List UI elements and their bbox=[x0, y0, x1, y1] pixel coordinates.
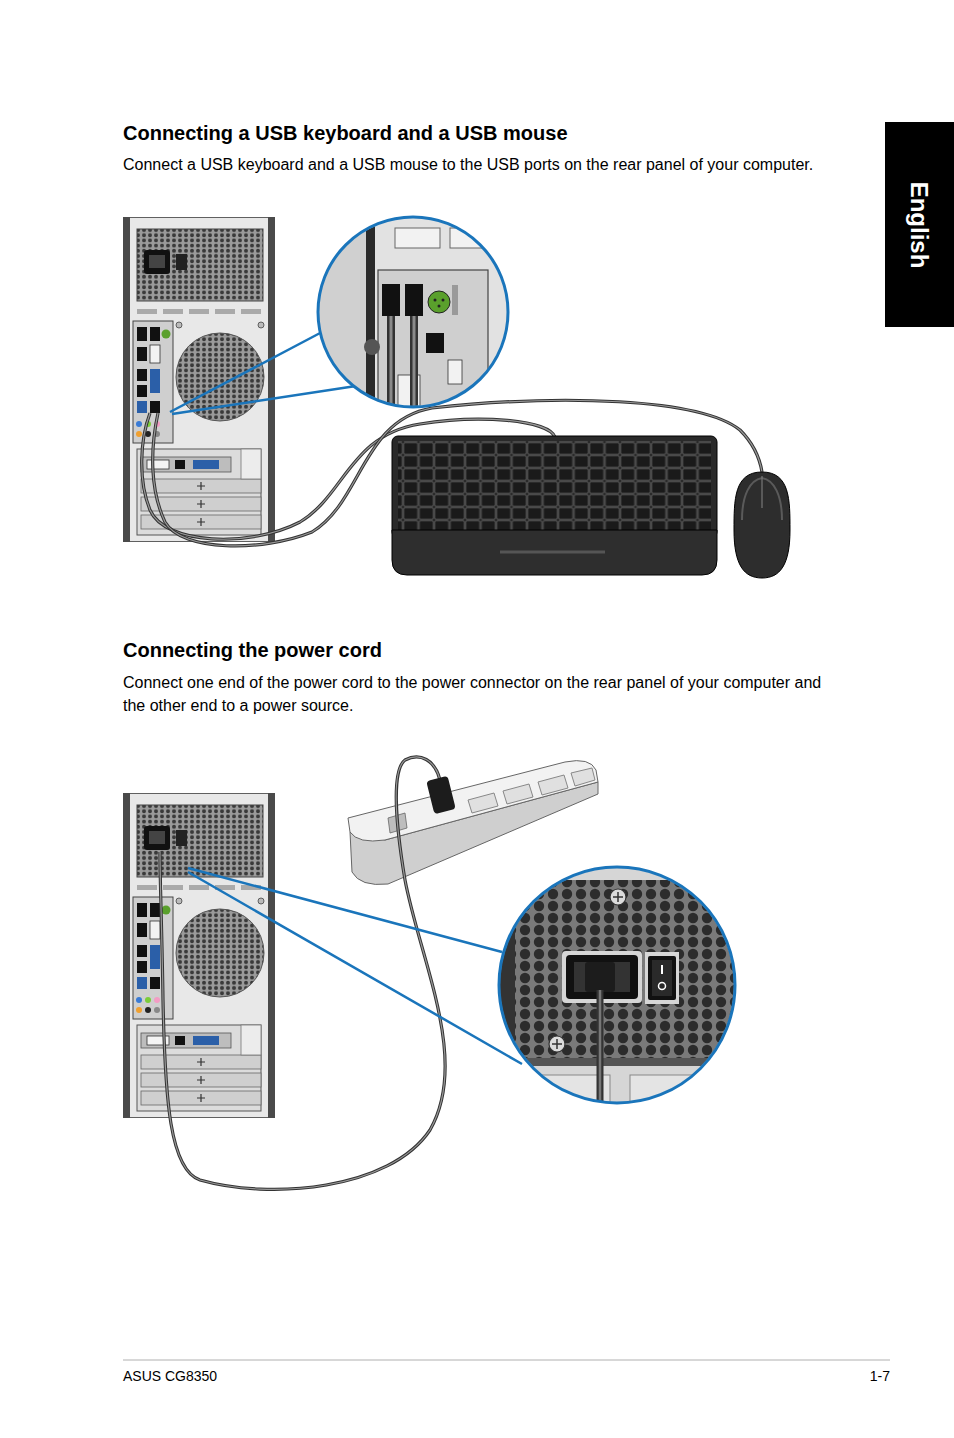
language-tab: English bbox=[885, 122, 954, 327]
usb-mouse-part bbox=[761, 476, 762, 508]
power-cord-figure bbox=[123, 757, 742, 1189]
usb-port-zoom-part-part bbox=[395, 228, 440, 248]
usb-port-zoom-part-part bbox=[428, 291, 450, 313]
zoom-leader-lines-part bbox=[188, 868, 522, 1064]
power-connector-zoom-part-part bbox=[574, 962, 630, 992]
power-connector-zoom-part-part bbox=[599, 990, 602, 1115]
page-number: 1-7 bbox=[790, 1367, 890, 1385]
usb-port-zoom-part bbox=[318, 217, 508, 410]
power-connector-zoom-part-part bbox=[610, 889, 626, 905]
power-connector-zoom-part-part bbox=[659, 983, 666, 990]
usb-keyboard-part bbox=[500, 551, 605, 554]
zoom-leader-lines bbox=[188, 868, 522, 1064]
power-connector-zoom-part-part bbox=[597, 990, 604, 1115]
power-strip-part bbox=[571, 768, 595, 786]
footer-rule-part bbox=[123, 1360, 890, 1361]
power-connector-zoom-part-part bbox=[499, 865, 515, 1110]
power-connector-zoom-part-part bbox=[652, 960, 672, 996]
power-strip-part bbox=[538, 775, 568, 795]
usb-cables bbox=[142, 400, 762, 546]
power-connector-zoom-part-part bbox=[645, 952, 679, 1004]
power-connector-zoom-part-part bbox=[661, 965, 663, 974]
power-connector-zoom-part-part bbox=[499, 880, 735, 1058]
power-strip-part bbox=[503, 784, 533, 804]
power-connector-zoom-part-part bbox=[552, 1039, 562, 1049]
usb-port-zoom-part-part bbox=[442, 299, 445, 302]
usb-port-zoom-part-part bbox=[391, 316, 414, 410]
computer-rear-panel bbox=[123, 793, 275, 1118]
usb-keyboard-part bbox=[398, 441, 711, 532]
section-heading: Connecting a USB keyboard and a USB mous… bbox=[123, 121, 843, 145]
footer-model: ASUS CG8350 bbox=[123, 1367, 423, 1385]
usb-cables-part bbox=[153, 400, 762, 546]
usb-mouse bbox=[734, 472, 790, 578]
power-cord-part bbox=[160, 757, 445, 1189]
usb-cables-part bbox=[153, 400, 762, 546]
power-strip-part bbox=[468, 793, 498, 813]
power-connector-zoom bbox=[497, 865, 742, 1115]
usb-keyboard bbox=[392, 436, 717, 575]
usb-port-zoom-part-part bbox=[405, 284, 423, 316]
usb-port-zoom-part-part bbox=[438, 305, 441, 308]
power-connector-zoom-part-part bbox=[549, 1036, 565, 1052]
power-strip bbox=[348, 761, 598, 885]
usb-port-zoom-part-part bbox=[434, 299, 437, 302]
usb-port-zoom-part bbox=[318, 217, 508, 407]
power-connector-zoom-part-part bbox=[585, 962, 615, 992]
usb-keyboard-part bbox=[392, 436, 717, 538]
usb-port-zoom bbox=[318, 217, 508, 410]
power-strip-part bbox=[348, 761, 598, 841]
usb-port-zoom-part-part bbox=[448, 360, 462, 384]
power-connector-zoom-part bbox=[499, 867, 735, 1103]
usb-port-zoom-part-part bbox=[426, 333, 444, 353]
body-text: Connect a USB keyboard and a USB mouse t… bbox=[123, 154, 823, 176]
section-heading: Connecting the power cord bbox=[123, 638, 843, 662]
keyboard-mouse-figure bbox=[123, 217, 790, 578]
usb-port-zoom-part-part bbox=[382, 284, 400, 316]
power-connector-zoom-part-part bbox=[613, 892, 623, 902]
power-connector-zoom-part-part bbox=[497, 865, 742, 1110]
power-connector-zoom-part bbox=[497, 865, 742, 1115]
power-cord-part bbox=[160, 757, 445, 1189]
power-connector-zoom-part-part bbox=[648, 956, 676, 1000]
footer-rule bbox=[123, 1360, 890, 1361]
power-cord bbox=[160, 757, 456, 1189]
power-cord-part bbox=[426, 776, 456, 814]
usb-port-zoom-part-part bbox=[318, 217, 368, 407]
usb-port-zoom-part-part bbox=[391, 316, 414, 410]
usb-port-zoom-part-part bbox=[378, 270, 488, 410]
usb-mouse-part bbox=[734, 472, 790, 578]
usb-port-zoom-part-part bbox=[364, 339, 380, 355]
usb-port-zoom-part-part bbox=[452, 285, 458, 315]
usb-port-zoom-part-part bbox=[366, 217, 375, 407]
body-text: Connect one end of the power cord to the… bbox=[123, 671, 823, 717]
usb-keyboard-part bbox=[392, 530, 717, 575]
tab-label: English bbox=[906, 181, 934, 268]
